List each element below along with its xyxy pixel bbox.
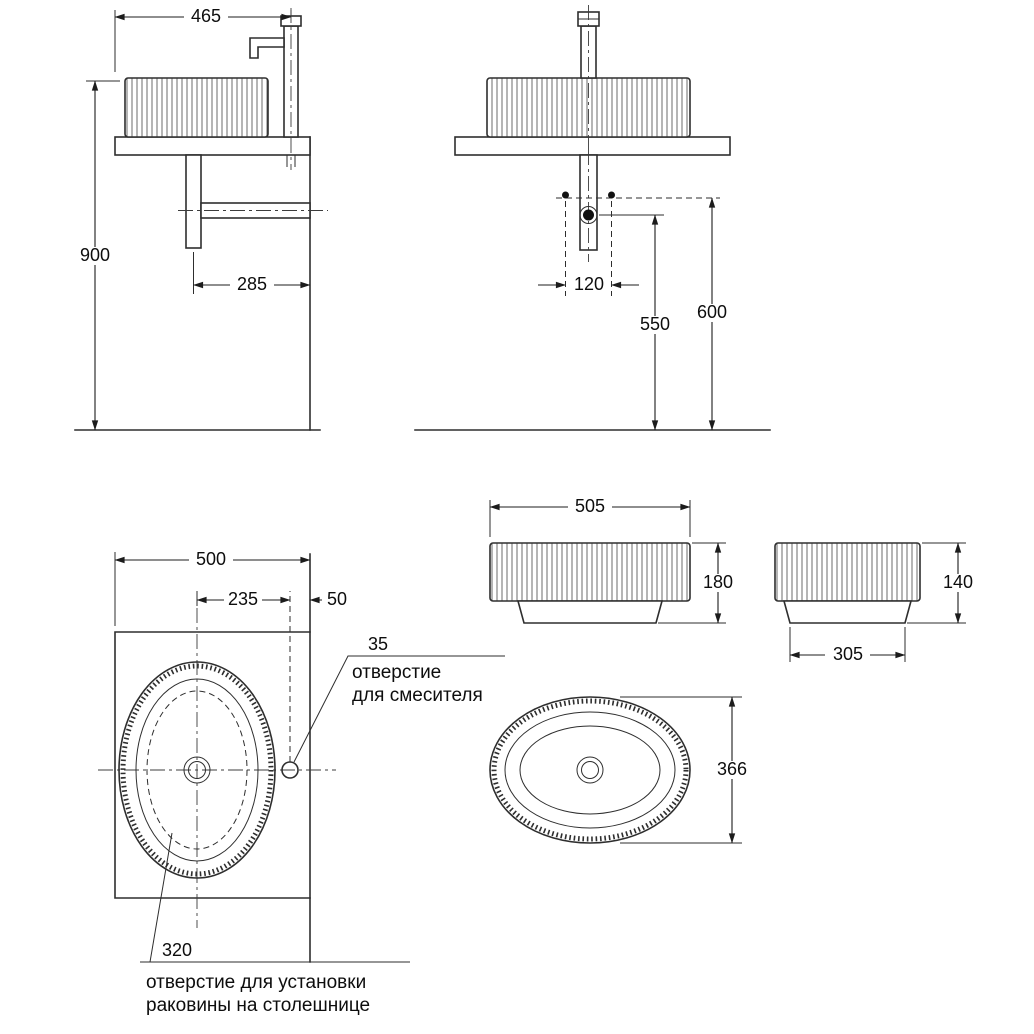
dim-label-140: 140 [943, 572, 973, 592]
countertop-front [454, 136, 731, 156]
label-backing [936, 574, 980, 592]
view-plan-countertop: 500 235 50 35 отверстие для смесителя 32… [98, 549, 505, 1016]
supply-point-left [562, 191, 569, 199]
view-front-installed: 120 550 600 [414, 5, 771, 431]
basin-rim-inner [135, 678, 259, 862]
dim-140: 140 [907, 542, 980, 624]
label-backing [568, 276, 610, 294]
label-backing [633, 316, 677, 334]
dim-285: 285 [193, 252, 311, 294]
basin-rim-outer-plan [489, 696, 691, 844]
countertop-side [114, 136, 311, 156]
dim-label-35: 35 [368, 634, 388, 654]
basin-rim-fluting [120, 663, 274, 877]
callout-faucet-hole: 35 отверстие для смесителя [293, 634, 505, 763]
label-backing [568, 498, 612, 516]
label-backing [230, 276, 274, 294]
cutout-note-line2: раковины на столешнице [146, 995, 370, 1016]
basin-rim-fluting-plan [491, 698, 689, 842]
faucet-spout [249, 37, 285, 59]
dim-500: 500 [114, 549, 311, 626]
drain-inner-plan [188, 761, 206, 779]
supply-point-right [608, 191, 615, 199]
dim-120: 120 [538, 201, 639, 296]
dim-label-505: 505 [575, 496, 605, 516]
dim-label-600: 600 [697, 302, 727, 322]
dim-label-120: 120 [574, 274, 604, 294]
label-backing [322, 591, 352, 609]
dim-600: 600 [690, 197, 734, 431]
drain-outer-plan [183, 756, 211, 784]
cutout-oval-dashed [146, 690, 248, 850]
dim-366: 366 [620, 696, 754, 844]
leader-line [149, 832, 173, 963]
dim-305: 305 [789, 627, 906, 664]
dim-label-235: 235 [228, 589, 258, 609]
dim-label-550: 550 [640, 314, 670, 334]
basin-body-front [489, 542, 691, 602]
dim-180: 180 [658, 542, 740, 624]
label-backing [189, 551, 233, 569]
basin-rim-outer [118, 661, 276, 879]
basin-side-installed [124, 77, 269, 138]
basin-base-front [516, 600, 664, 624]
dim-label-465: 465 [191, 6, 221, 26]
drain-trap-vertical [185, 154, 202, 249]
drain-outer [576, 756, 604, 784]
dim-465: 465 [114, 6, 292, 72]
label-backing [224, 591, 262, 609]
drain-outlet-ring [579, 206, 598, 224]
label-backing [73, 247, 117, 265]
faucet-hole-note-line1: отверстие [352, 662, 441, 683]
leader-line [293, 655, 505, 763]
dim-label-900: 900 [80, 245, 110, 265]
label-backing [710, 761, 754, 779]
label-backing [184, 8, 228, 26]
label-backing [690, 304, 734, 322]
dim-label-320: 320 [162, 940, 192, 960]
drain-inner [581, 761, 599, 779]
dim-50: 50 [309, 589, 352, 609]
basin-body-side [774, 542, 921, 602]
view-basin-plan: 366 [489, 696, 754, 844]
cutout-note-line1: отверстие для установки [146, 972, 366, 993]
dim-label-50: 50 [327, 589, 347, 609]
dim-label-285: 285 [237, 274, 267, 294]
basin-rim-inner-plan [504, 711, 676, 829]
dim-505: 505 [489, 496, 691, 537]
basin-base-side [782, 600, 913, 624]
label-backing [825, 646, 870, 664]
dim-235: 235 [196, 589, 291, 762]
callout-cutout: 320 отверстие для установки раковины на … [140, 832, 410, 1016]
drain-outlet-dot [583, 209, 594, 221]
dim-label-305: 305 [833, 644, 863, 664]
basin-bowl-plan [519, 725, 661, 815]
dim-550: 550 [599, 214, 677, 431]
dim-label-500: 500 [196, 549, 226, 569]
dim-label-180: 180 [703, 572, 733, 592]
countertop-plan [114, 631, 311, 899]
label-backing [696, 574, 740, 592]
dim-900: 900 [73, 80, 120, 431]
view-basin-front: 505 180 [489, 496, 740, 624]
faucet-hole-note-line2: для смесителя [352, 685, 483, 706]
dim-label-366: 366 [717, 759, 747, 779]
view-side-installed: 465 900 285 [73, 6, 328, 431]
view-basin-side: 140 305 [774, 542, 980, 664]
